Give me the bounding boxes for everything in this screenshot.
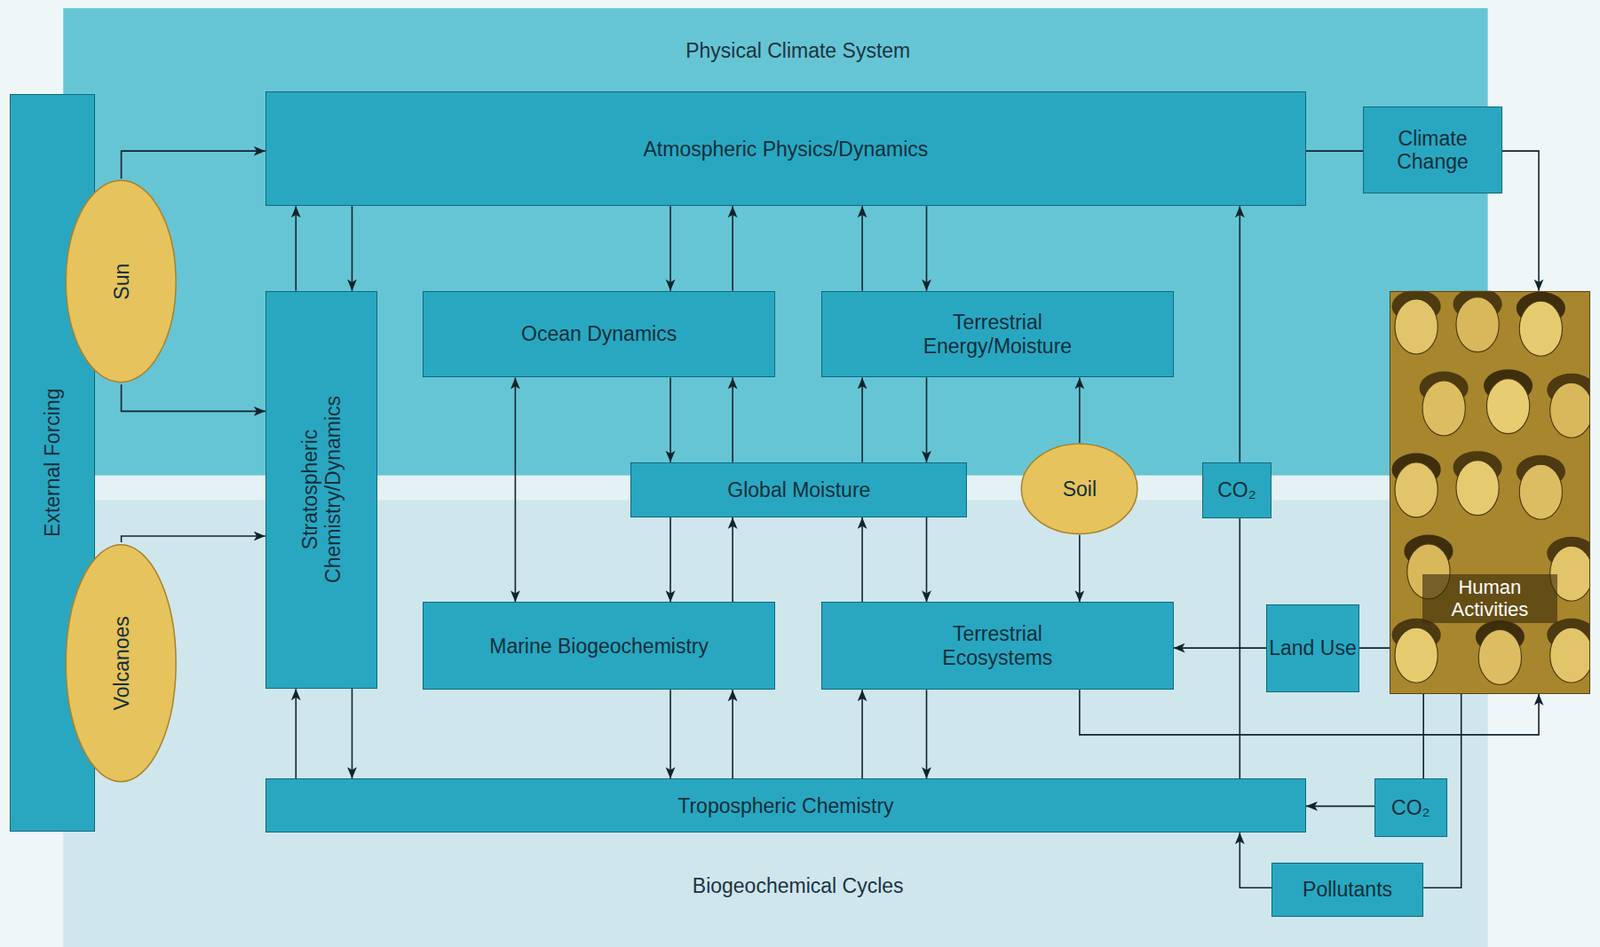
process-box: Tropospheric Chemistry: [265, 778, 1307, 833]
face: [1394, 462, 1438, 518]
connector: [926, 205, 928, 291]
node-label: Terrestrial Energy/Moisture: [903, 310, 1091, 358]
connector: [731, 377, 734, 462]
connector: [861, 205, 864, 291]
node-label: Tropospheric Chemistry: [677, 794, 894, 818]
process-box: Marine Biogeochemistry: [422, 601, 777, 690]
connector: [294, 689, 297, 779]
connector: [669, 377, 672, 462]
face: [1478, 629, 1521, 685]
source-ellipse: Sun: [64, 178, 177, 385]
node-label: External Forcing: [40, 329, 64, 596]
process-box: Terrestrial Energy/Moisture: [821, 291, 1173, 379]
crowd-illustration: [1389, 291, 1590, 695]
connector: [669, 689, 672, 779]
node-label: Soil: [1062, 477, 1097, 501]
connector: [1079, 689, 1539, 736]
connector: [1502, 150, 1539, 292]
connector: [121, 150, 266, 179]
node-label: Ocean Dynamics: [521, 322, 677, 346]
node-label: CO₂: [1217, 478, 1256, 502]
face: [1394, 299, 1438, 355]
face: [1519, 300, 1562, 357]
node-label: Land Use: [1268, 636, 1356, 660]
face: [1456, 460, 1499, 516]
connector: [294, 205, 297, 291]
ellipse-shape: [66, 545, 177, 783]
connector: [1078, 534, 1081, 602]
connector: [926, 517, 928, 602]
process-box: Global Moisture: [630, 462, 967, 518]
face: [1519, 464, 1562, 520]
connector: [1078, 377, 1081, 444]
ellipse-shape: [66, 180, 177, 382]
node-label: Global Moisture: [727, 478, 871, 502]
connector: [1422, 694, 1425, 779]
connector: [1359, 647, 1390, 650]
node-label: Atmospheric Physics/Dynamics: [643, 137, 929, 161]
source-ellipse: Volcanoes: [64, 542, 177, 785]
connector: [731, 689, 734, 779]
connector: [1239, 832, 1272, 888]
human-panel: Human Activities: [1389, 291, 1590, 695]
connector: [731, 205, 734, 291]
face: [1422, 380, 1466, 436]
process-box: Climate Change: [1362, 106, 1503, 195]
node-label: Stratospheric Chemistry/Dynamics: [298, 370, 346, 610]
connector: [1239, 205, 1242, 463]
face: [1550, 382, 1591, 438]
region-label: Physical Climate System: [685, 39, 911, 64]
connector: [669, 517, 672, 602]
connector: [351, 205, 354, 291]
process-box: Stratospheric Chemistry/Dynamics: [265, 291, 378, 690]
connector: [1173, 647, 1267, 650]
node-label: CO₂: [1391, 796, 1430, 820]
source-ellipse: Soil: [1020, 443, 1139, 535]
connector: [121, 536, 266, 543]
node-label: Pollutants: [1302, 878, 1393, 902]
node-label: Marine Biogeochemistry: [489, 634, 709, 658]
process-box: Ocean Dynamics: [422, 291, 777, 379]
region-label: Biogeochemical Cycles: [692, 874, 904, 899]
connector: [926, 377, 928, 462]
process-box: Atmospheric Physics/Dynamics: [265, 91, 1307, 206]
connector: [861, 689, 864, 779]
face: [1486, 379, 1529, 435]
face: [1394, 627, 1438, 683]
node-label: Human Activities: [1422, 574, 1558, 624]
node-label: Climate Change: [1363, 126, 1502, 175]
face: [1456, 297, 1499, 353]
connector: [351, 689, 354, 779]
flux-box: CO₂: [1202, 462, 1272, 519]
node-label: Volcanoes: [109, 578, 133, 748]
face: [1550, 627, 1591, 683]
connector: [669, 205, 672, 291]
connector: [514, 377, 517, 602]
process-box: Terrestrial Ecosystems: [821, 601, 1173, 690]
flux-box: Pollutants: [1271, 863, 1424, 918]
forcing-bar: External ForcingSunVolcanoes: [9, 94, 95, 832]
flux-box: Land Use: [1266, 604, 1360, 693]
connector: [731, 517, 734, 602]
flux-box: CO₂: [1374, 778, 1448, 838]
ellipse-shape: [1021, 443, 1139, 534]
connector: [121, 384, 266, 412]
connector: [861, 377, 864, 462]
connector: [1306, 150, 1363, 152]
connector: [1306, 806, 1375, 808]
connector: [926, 689, 928, 779]
node-label: Sun: [109, 210, 133, 353]
node-label: Terrestrial Ecosystems: [903, 622, 1091, 670]
connector: [861, 517, 864, 602]
